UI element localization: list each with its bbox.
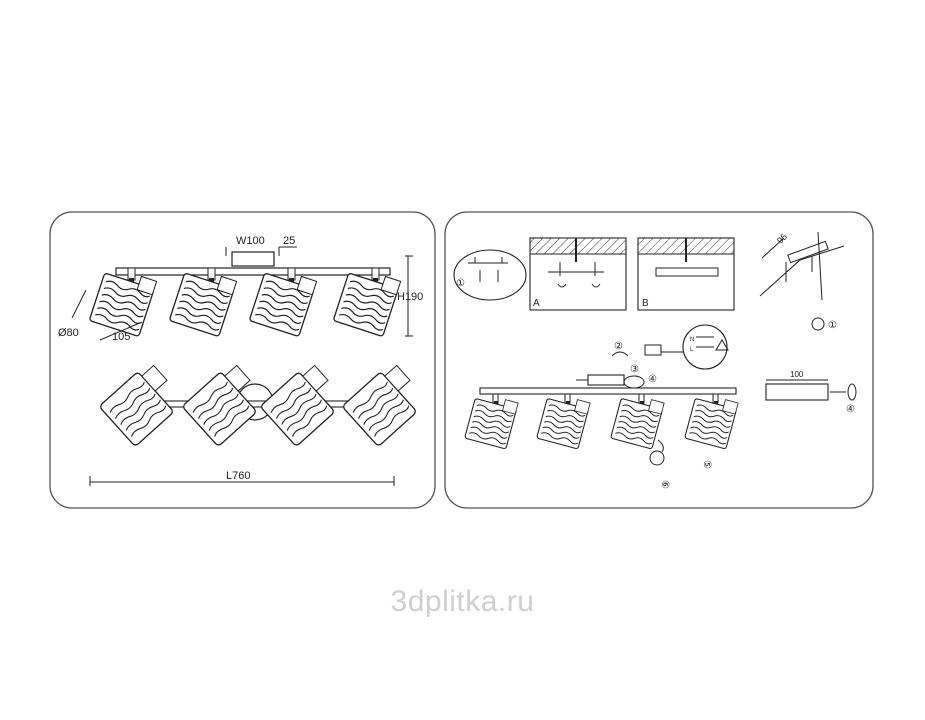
wiring-detail-circle [682, 324, 728, 370]
spot-top-1 [100, 364, 173, 446]
step-4-badge-b: ④ [846, 404, 855, 415]
right-spot-1 [465, 392, 518, 449]
canopy [231, 251, 275, 267]
spot-4 [333, 265, 400, 336]
right-spot-3 [611, 392, 664, 449]
bracket-screw-line [817, 231, 823, 301]
dim-shade-line [99, 321, 143, 341]
mounting-bracket [787, 240, 829, 264]
dim-95-label: 95 [775, 232, 789, 246]
screws-group [611, 351, 629, 357]
spot-2 [169, 265, 236, 336]
rotate-arrow-4a [623, 375, 645, 389]
dim-width-label: W100 [236, 235, 265, 247]
dim-diameter-label: Ø80 [58, 327, 79, 339]
spot-1 [89, 265, 156, 336]
detail-1-screws [468, 257, 508, 282]
bracket-anchors [785, 256, 813, 282]
spot-top-2 [183, 364, 256, 446]
right-panel: ① A B 95 ① N L ② ③ [444, 211, 874, 509]
dim-shade-label: 105 [112, 331, 130, 343]
step-6-badge: ⑥ [659, 480, 670, 489]
right-spot-2 [537, 392, 590, 449]
end-cap-detail [765, 383, 829, 401]
bulb-icon [649, 450, 665, 466]
variant-a-arrows [557, 283, 601, 288]
left-panel: W100 25 H190 Ø80 105 [49, 211, 436, 509]
variant-b-plate [655, 267, 719, 277]
variant-a-ceiling [529, 237, 627, 255]
step-2-badge: ② [614, 341, 623, 352]
left-panel-frame [49, 211, 436, 509]
right-spot-4 [685, 392, 738, 449]
terminal-block [644, 344, 662, 356]
lamp-bar [115, 267, 391, 276]
dim-depth-label: 25 [283, 235, 295, 247]
step-1-badge-a: ① [456, 278, 465, 289]
spot-top-3 [261, 364, 334, 446]
wire-n-label: N [690, 337, 694, 343]
wire-l-label: L [690, 347, 694, 353]
detail-1-oval [453, 249, 527, 301]
variant-a-mount [548, 262, 604, 276]
right-panel-frame [444, 211, 874, 509]
step-3-badge: ③ [630, 364, 639, 375]
spot-3 [249, 265, 316, 336]
rotate-arrow-1 [811, 317, 825, 331]
watermark: 3dplitka.ru [390, 585, 535, 618]
wiring-terminals [696, 336, 714, 348]
step-4-badge-a: ④ [648, 374, 657, 385]
bracket-outline [759, 237, 845, 297]
variant-b-label: B [642, 298, 649, 309]
bulb-arrow [657, 439, 664, 453]
right-canopy [587, 374, 625, 386]
right-lamp-bar [479, 387, 737, 395]
warning-icon [715, 339, 729, 351]
spot-top-4 [343, 364, 416, 446]
variant-a-label: A [533, 298, 540, 309]
dim-100-label: 100 [790, 370, 804, 379]
dim-length-label: L760 [226, 470, 250, 482]
dim-diameter-line [71, 289, 87, 319]
rotate-arrow-4b [847, 383, 857, 401]
step-5-badge: ⑤ [701, 460, 712, 469]
dim-height-label: H190 [397, 291, 423, 303]
step-1-badge-b: ① [828, 320, 837, 331]
